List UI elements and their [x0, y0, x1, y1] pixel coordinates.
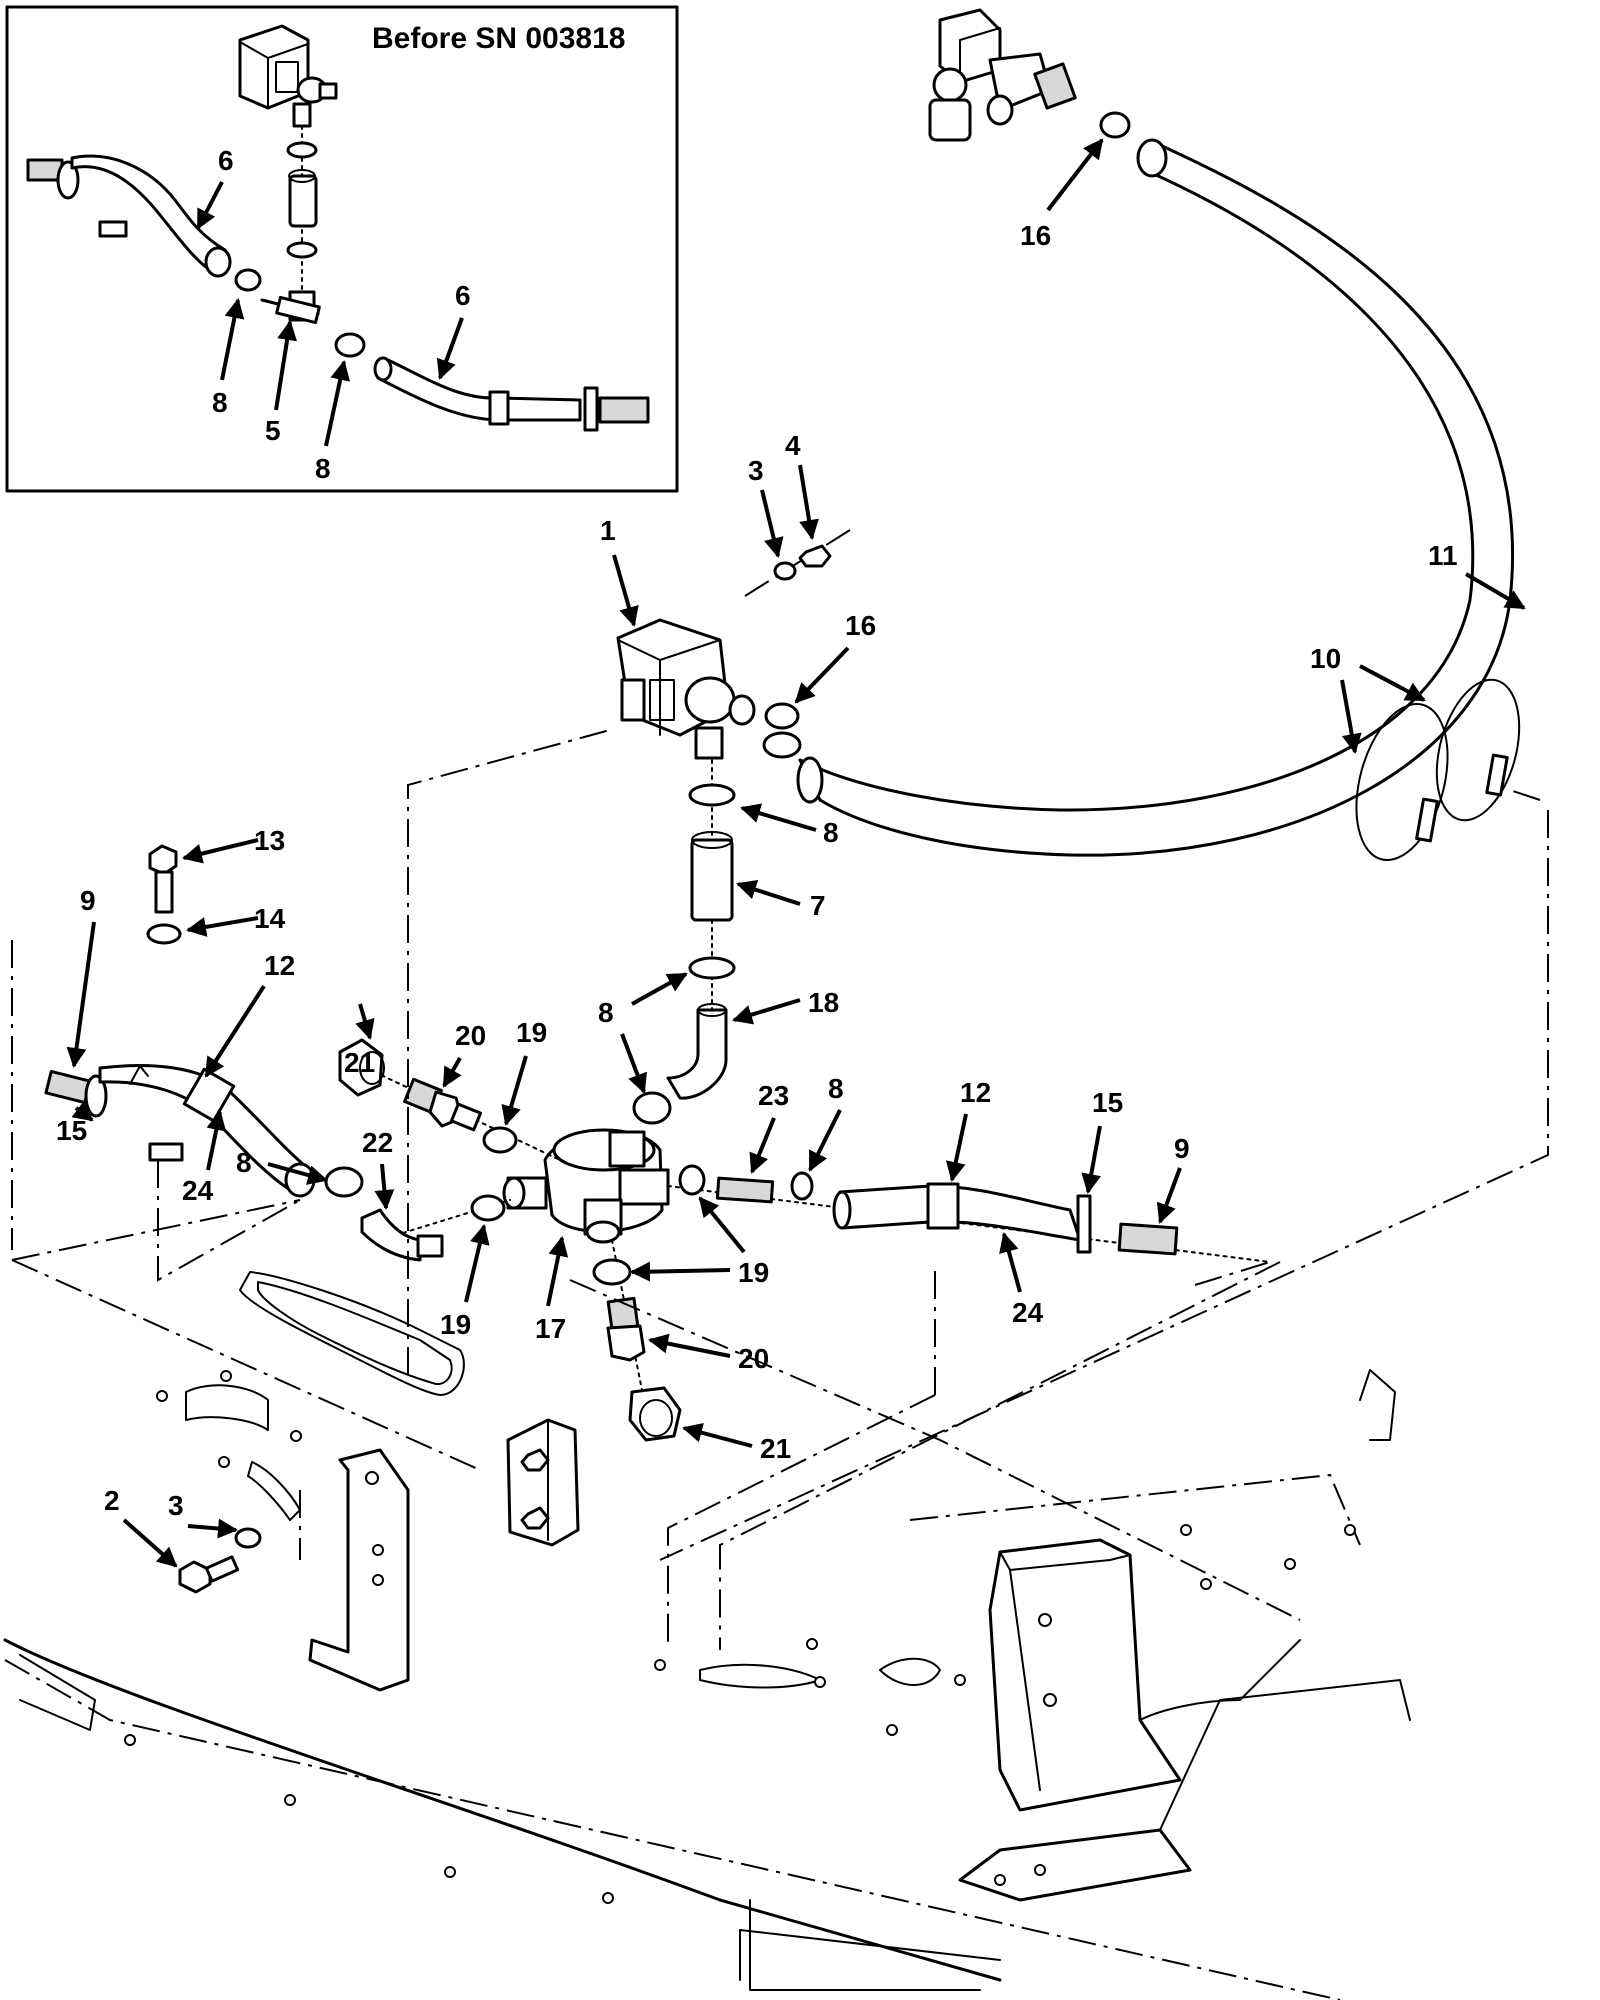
inset-clamp-icon	[334, 332, 366, 358]
callout-22: 22	[362, 1127, 393, 1158]
callout-16: 16	[845, 610, 876, 641]
hose-clamp-16-top-icon	[1099, 111, 1131, 139]
callout-12: 12	[960, 1077, 991, 1108]
callout-12: 12	[264, 950, 295, 981]
callout-3: 3	[748, 455, 764, 486]
callout-8: 8	[236, 1147, 252, 1178]
nut-21-icon	[628, 1386, 682, 1442]
fitting-9-icon	[44, 1069, 92, 1105]
frame-icon	[3, 729, 1549, 2000]
inset-clamp-icon	[286, 241, 318, 259]
callout-3: 3	[168, 1490, 184, 1521]
clamp-19-icon	[678, 1164, 706, 1196]
clamp-8-icon	[688, 956, 736, 980]
inset-clamp-icon	[234, 268, 262, 292]
callout-13: 13	[254, 825, 285, 856]
callout-8: 8	[315, 453, 331, 484]
inset-clamp-icon	[286, 141, 318, 159]
callout-19: 19	[738, 1257, 769, 1288]
inset-frame	[5, 5, 679, 493]
fitting-9-icon	[1117, 1222, 1179, 1256]
callout-16: 16	[1020, 220, 1051, 251]
inset-solenoid-valve-icon	[238, 24, 338, 128]
callout-15: 15	[1092, 1087, 1123, 1118]
fitting-20-icon	[403, 1077, 482, 1132]
callout-6: 6	[218, 145, 234, 176]
elbow-18-icon	[666, 1003, 728, 1100]
clamp-8-icon	[324, 1166, 364, 1198]
callout-15: 15	[56, 1115, 87, 1146]
callout-21: 21	[760, 1433, 791, 1464]
clamp-8-icon	[632, 1091, 672, 1125]
solenoid-valve-icon	[616, 618, 756, 760]
callout-8: 8	[212, 387, 228, 418]
callout-1: 1	[600, 515, 616, 546]
clamp-19-icon	[470, 1194, 506, 1222]
callout-8: 8	[828, 1073, 844, 1104]
clamp-16-icon	[764, 702, 800, 730]
callout-23: 23	[758, 1080, 789, 1111]
callout-21: 21	[344, 1047, 375, 1078]
clamp-8-icon	[688, 783, 736, 807]
callout-2: 2	[104, 1485, 120, 1516]
cable-tie-10-icon	[1355, 678, 1521, 862]
callout-8: 8	[823, 817, 839, 848]
callout-14: 14	[254, 903, 286, 934]
washer-14-icon	[146, 923, 182, 945]
clamp-19-icon	[592, 1258, 632, 1286]
clamp-19-icon	[482, 1126, 518, 1154]
inset-hose-icon	[288, 174, 318, 228]
callout-19: 19	[440, 1309, 471, 1340]
bolt-2-icon	[178, 1555, 240, 1594]
washer-3-icon	[773, 561, 797, 581]
callout-24: 24	[1012, 1297, 1044, 1328]
hose-11-icon	[798, 143, 1514, 857]
callout-19: 19	[516, 1017, 547, 1048]
callout-9: 9	[1174, 1133, 1190, 1164]
nut-21-icon	[338, 1038, 385, 1097]
callout-18: 18	[808, 987, 839, 1018]
manifold-17-icon	[502, 1128, 670, 1244]
callout-5: 5	[265, 415, 281, 446]
callout-8: 8	[598, 997, 614, 1028]
nut-4-icon	[798, 544, 832, 568]
connector-23-icon	[715, 1176, 775, 1204]
hose-7-icon	[690, 838, 734, 922]
clamp-8-icon	[790, 1171, 814, 1201]
callout-7: 7	[810, 890, 826, 921]
inset-before-sn: Before SN 003818	[5, 5, 679, 493]
hose-12-right-icon	[832, 1182, 1179, 1256]
fitting-20-icon	[606, 1296, 646, 1362]
supply-valve-icon	[928, 8, 1077, 142]
bracket-15-icon	[1076, 1194, 1092, 1254]
callout-11: 11	[1428, 540, 1458, 571]
washer-3-icon	[234, 1527, 262, 1549]
bolt-13-icon	[148, 844, 178, 914]
inset-left-hose-icon	[26, 154, 232, 278]
callout-20: 20	[455, 1020, 486, 1051]
callout-10: 10	[1310, 643, 1341, 674]
elbow-22-icon	[360, 1208, 444, 1262]
callout-9: 9	[80, 885, 96, 916]
callout-24: 24	[182, 1175, 214, 1206]
inset-title: Before SN 003818	[372, 22, 625, 55]
callout-20: 20	[738, 1343, 769, 1374]
callout-17: 17	[535, 1313, 566, 1344]
inset-right-hose-icon	[373, 356, 650, 432]
callout-6: 6	[455, 280, 471, 311]
callout-4: 4	[785, 430, 801, 461]
